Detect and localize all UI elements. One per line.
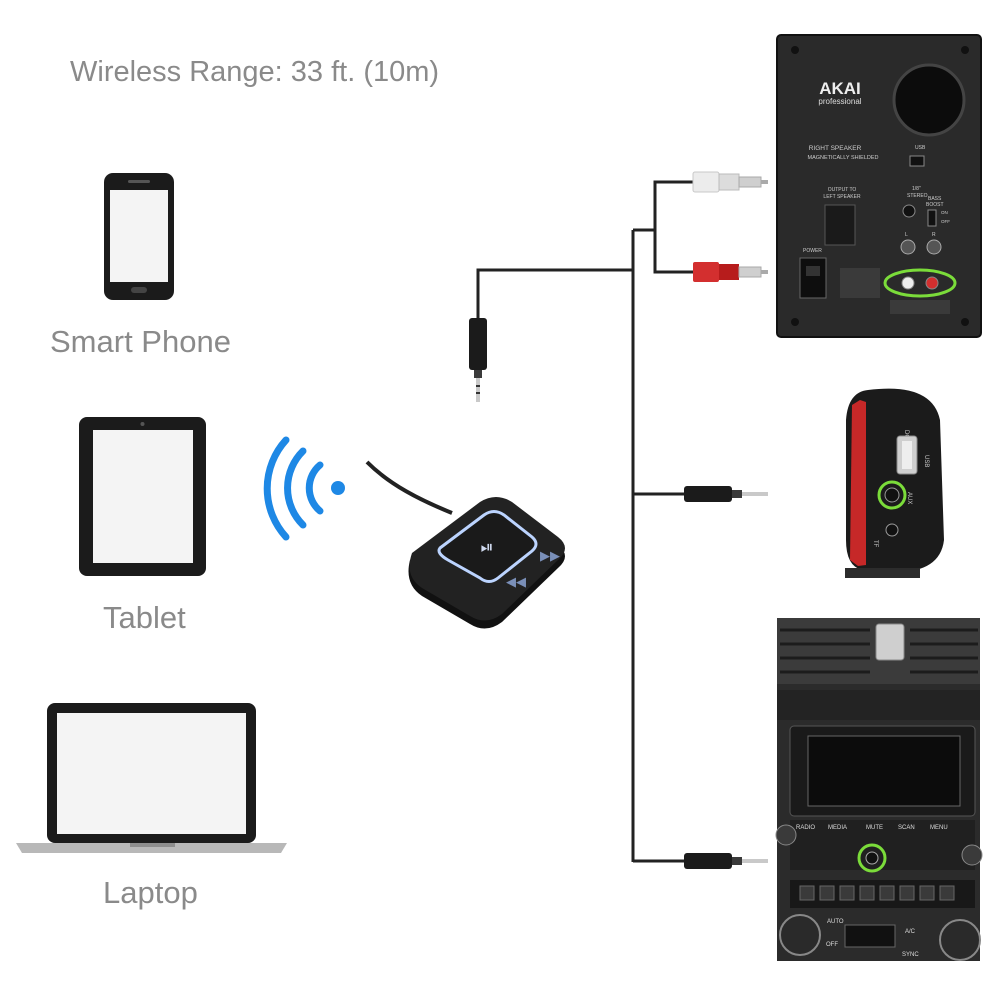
car-ac-label: A/C	[905, 929, 916, 935]
tablet-icon	[79, 417, 206, 576]
receiver-cable	[365, 460, 453, 515]
portable-aux-label: AUX	[906, 492, 912, 504]
speaker-shielded-label: MAGNETICALLY SHIELDED	[807, 155, 878, 161]
bluetooth-receiver: ⏯ ▶▶ ◀◀	[408, 497, 565, 629]
speaker-usb-label: USB	[915, 145, 926, 151]
speaker-l-label: L	[905, 232, 908, 238]
portable-speaker: DC IN USB AUX TF	[845, 388, 944, 578]
car-auto-label: AUTO	[827, 919, 844, 925]
speaker-on-label: ON	[941, 210, 948, 215]
speaker-stereo-size: 1/8"	[912, 186, 921, 192]
wireless-signal-icon	[263, 436, 345, 541]
car-media-button: MEDIA	[828, 825, 847, 831]
cable-network	[476, 180, 695, 863]
next-track-icon: ▶▶	[540, 548, 560, 563]
speaker-boost-label: BOOST	[926, 202, 944, 208]
prev-track-icon: ◀◀	[506, 574, 526, 589]
laptop-icon	[16, 703, 287, 853]
car-aux-highlight	[857, 843, 887, 873]
car-dashboard: RADIO MEDIA MUTE SCAN MENU AUTO A/C OFF …	[775, 618, 983, 961]
speaker-output-label: OUTPUT TO	[828, 187, 857, 193]
portable-usb-label: USB	[923, 455, 929, 467]
speaker-r-label: R	[932, 232, 936, 238]
speaker-stereo-label: STEREO	[907, 193, 928, 199]
rca-red-plug	[693, 262, 768, 282]
portable-aux-highlight	[877, 480, 907, 510]
car-mute-button: MUTE	[866, 825, 883, 831]
car-off-label: OFF	[826, 942, 838, 948]
car-radio-button: RADIO	[796, 825, 815, 831]
portable-tf-label: TF	[872, 540, 878, 548]
smart-phone-label: Smart Phone	[50, 324, 231, 359]
aux-plug-main	[469, 318, 487, 402]
rca-white-plug	[692, 171, 768, 193]
speaker-brand-sub: professional	[818, 97, 861, 106]
smart-phone-icon	[104, 173, 174, 300]
akai-speaker-panel: AKAI professional RIGHT SPEAKER MAGNETIC…	[776, 34, 982, 338]
play-pause-icon: ⏯	[481, 539, 494, 556]
laptop-label: Laptop	[103, 875, 198, 910]
speaker-brand: AKAI	[819, 79, 861, 98]
speaker-power-label: POWER	[803, 248, 822, 254]
rca-input-highlight	[883, 268, 957, 298]
wireless-range-title: Wireless Range: 33 ft. (10m)	[70, 56, 440, 88]
tablet-label: Tablet	[103, 600, 186, 635]
car-scan-button: SCAN	[898, 825, 915, 831]
car-menu-button: MENU	[930, 825, 948, 831]
car-sync-label: SYNC	[902, 952, 919, 958]
speaker-left-label: LEFT SPEAKER	[823, 194, 861, 200]
aux-plug-portable	[684, 486, 768, 502]
speaker-right-label: RIGHT SPEAKER	[809, 145, 862, 152]
speaker-off-label: OFF	[941, 219, 950, 224]
speaker-bass-label: BASS	[928, 196, 942, 202]
aux-plug-car	[684, 853, 768, 869]
